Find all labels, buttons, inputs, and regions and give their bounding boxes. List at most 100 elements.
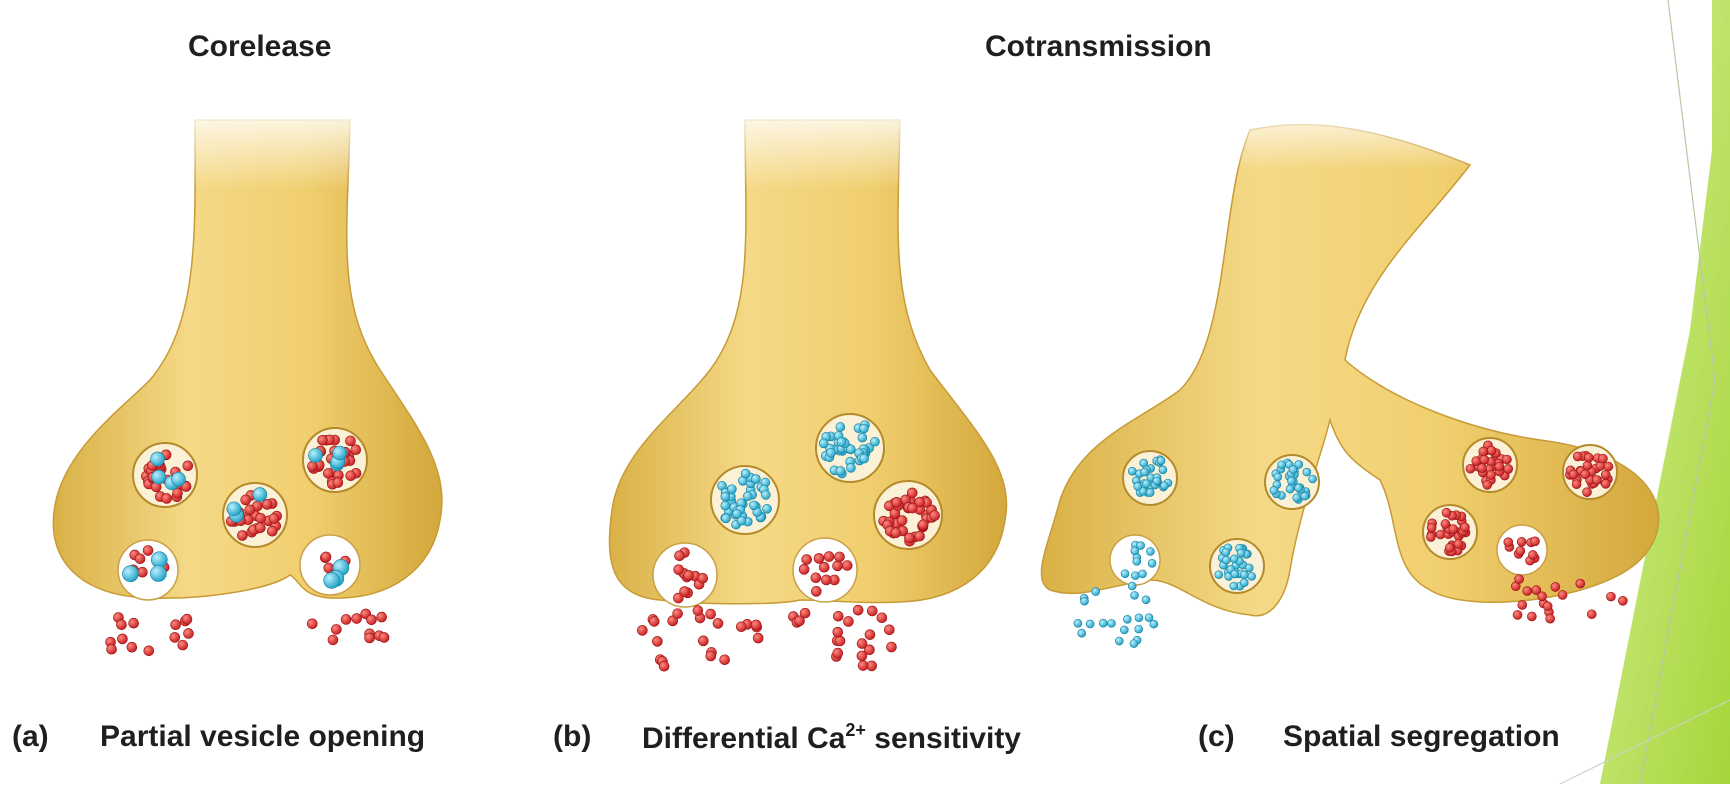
red-transmitter-dot	[1503, 464, 1514, 474]
red-transmitter-dot	[852, 604, 864, 616]
red-transmitter-dot	[832, 626, 844, 638]
blue-transmitter-dot	[1147, 558, 1157, 568]
blue-transmitter-dot	[1244, 563, 1254, 573]
red-transmitter-dot	[240, 494, 252, 506]
red-transmitter-dot	[1514, 574, 1524, 584]
blue-transmitter-dot	[1142, 479, 1151, 489]
red-transmitter-dot	[261, 499, 273, 510]
red-transmitter-dot	[1441, 507, 1452, 518]
decor-line	[1639, 0, 1716, 785]
blue-transmitter-dot	[1132, 557, 1142, 566]
red-transmitter-dot	[345, 435, 356, 447]
red-transmitter-dot	[307, 461, 318, 472]
red-transmitter-dot	[735, 621, 747, 633]
blue-transmitter-dot	[1136, 541, 1145, 550]
blue-transmitter-dot	[1160, 481, 1169, 491]
blue-transmitter-dot	[740, 468, 751, 479]
blue-transmitter-dot	[1229, 554, 1239, 564]
red-transmitter-dot	[364, 632, 375, 644]
blue-transmitter-dot	[835, 422, 846, 432]
red-transmitter-dot	[142, 545, 154, 556]
caption-b-text: Differential Ca2+ sensitivity	[642, 720, 1021, 756]
blue-transmitter-dot	[1138, 569, 1147, 579]
red-transmitter-dot	[884, 624, 895, 636]
blue-transmitter-dot	[150, 565, 167, 582]
blue-transmitter-dot	[1285, 484, 1295, 494]
red-transmitter-dot	[1494, 461, 1505, 472]
heading-corelease: Corelease	[188, 30, 332, 63]
red-transmitter-dot	[345, 470, 357, 482]
red-transmitter-dot	[1522, 586, 1533, 596]
blue-transmitter-dot	[1133, 482, 1143, 491]
red-transmitter-dot	[1460, 522, 1470, 533]
red-transmitter-dot	[821, 574, 832, 586]
blue-transmitter-dot	[1129, 639, 1139, 648]
red-transmitter-dot	[1478, 446, 1489, 457]
blue-transmitter-dot	[761, 490, 771, 500]
red-transmitter-dot	[306, 618, 318, 630]
red-transmitter-dot	[750, 619, 762, 631]
red-transmitter-dot	[1530, 536, 1540, 547]
caption-b-letter: (b)	[553, 720, 592, 753]
red-transmitter-dot	[823, 551, 835, 562]
red-transmitter-dot	[128, 617, 139, 629]
released-transmitters	[105, 574, 1628, 672]
red-transmitter-dot	[1537, 591, 1547, 602]
red-transmitter-dot	[143, 645, 155, 657]
red-transmitter-dot	[794, 615, 805, 627]
blue-transmitter-dot	[332, 445, 347, 461]
blue-transmitter-dot	[1091, 587, 1101, 596]
blue-transmitter-dot	[1134, 613, 1144, 623]
blue-transmitter-dot	[171, 471, 186, 487]
blue-transmitter-dot	[870, 436, 880, 447]
red-transmitter-dot	[1512, 610, 1523, 620]
red-transmitter-dot	[917, 519, 929, 531]
blue-transmitter-dot	[1120, 625, 1129, 635]
blue-transmitter-dot	[1131, 571, 1140, 580]
red-transmitter-dot	[856, 638, 868, 649]
red-transmitter-dot	[652, 636, 663, 647]
red-transmitter-dot	[181, 613, 193, 625]
red-transmitter-dot	[1465, 463, 1476, 474]
red-transmitter-dot	[332, 477, 344, 488]
blue-transmitter-dot	[1229, 581, 1239, 591]
red-transmitter-dot	[266, 525, 278, 537]
slide-decoration	[1559, 0, 1730, 785]
red-transmitter-dot	[813, 553, 825, 564]
blue-transmitter-dot	[1288, 465, 1298, 474]
red-transmitter-dot	[255, 512, 266, 524]
red-transmitter-dot	[712, 618, 724, 629]
red-transmitter-dot	[137, 566, 148, 578]
red-transmitter-dot	[890, 527, 902, 539]
red-transmitter-dot	[864, 629, 876, 640]
red-transmitter-dot	[841, 560, 853, 571]
red-transmitter-dot	[1582, 487, 1592, 497]
red-transmitter-dot	[1482, 480, 1493, 490]
red-transmitter-dot	[1527, 611, 1537, 622]
red-transmitter-dot	[692, 605, 704, 616]
blue-transmitter-dot	[818, 438, 829, 449]
red-transmitter-dot	[673, 592, 684, 604]
red-transmitter-dot	[818, 561, 830, 573]
blue-transmitter-dot	[762, 503, 772, 514]
red-transmitter-dot	[1426, 532, 1436, 542]
red-transmitter-dot	[183, 628, 194, 639]
blue-transmitter-dot	[1130, 546, 1140, 556]
caption-b-text-before: Differential Ca	[642, 722, 846, 755]
blue-transmitter-dot	[727, 484, 737, 494]
red-transmitter-dot	[1606, 591, 1616, 602]
axon-fade	[720, 100, 930, 190]
red-transmitter-dot	[351, 613, 362, 624]
red-transmitter-dot	[834, 635, 846, 647]
red-transmitter-dot	[170, 619, 181, 631]
red-transmitter-dot	[1600, 469, 1611, 480]
red-transmitter-dot	[752, 632, 764, 644]
red-transmitter-dot	[1440, 519, 1451, 529]
red-transmitter-dot	[182, 460, 194, 472]
red-transmitter-dot	[1575, 578, 1586, 589]
red-transmitter-dot	[832, 610, 844, 622]
axon-fade	[170, 100, 370, 190]
blue-transmitter-dot	[1107, 619, 1116, 628]
red-transmitter-dot	[106, 643, 117, 655]
